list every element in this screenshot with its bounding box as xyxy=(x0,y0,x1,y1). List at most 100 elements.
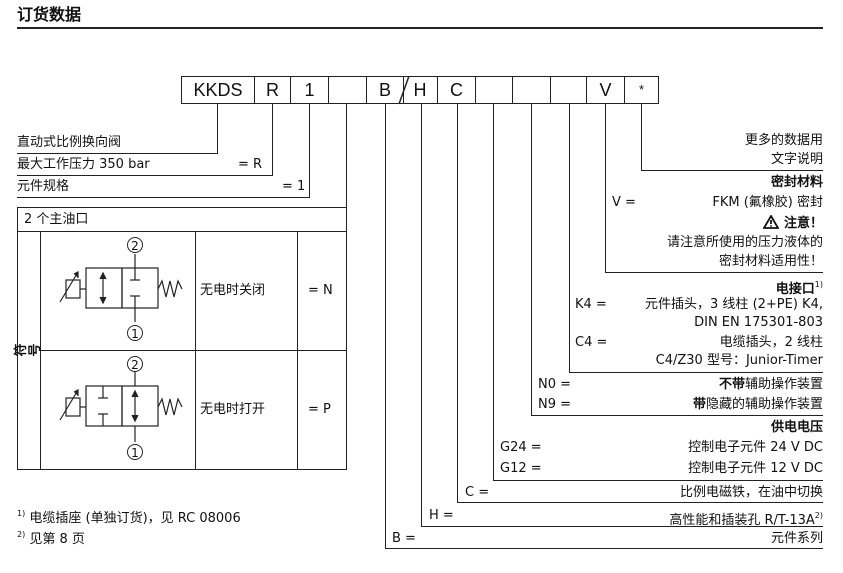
port-row-2-code: = P xyxy=(308,402,331,417)
more-data-1: 更多的数据用 xyxy=(744,133,823,148)
footnote-1: 1) 电缆插座 (单独订货)，见 RC 08006 xyxy=(17,506,241,527)
more-data-2: 文字说明 xyxy=(770,152,823,167)
page-title: 订货数据 xyxy=(17,5,82,24)
rule-valve-type xyxy=(17,153,218,154)
symbol-label: 符号 xyxy=(14,343,43,357)
n9-desc: 带隐藏的辅助操作装置 xyxy=(693,397,823,413)
ports-row-divider xyxy=(40,350,346,351)
c4-desc-2: C4/Z30 型号：Junior-Timer xyxy=(655,353,823,368)
rule-aux xyxy=(531,415,823,416)
h-code: H = xyxy=(429,508,454,523)
n9-code: N9 = xyxy=(538,397,572,412)
elec-title-line: 电接口1) xyxy=(776,277,823,298)
g12-code: G12 = xyxy=(500,461,542,476)
rule-b xyxy=(385,548,823,549)
port-1-top: 2 xyxy=(127,237,143,253)
connector-h xyxy=(421,104,422,526)
size-label: 元件规格 xyxy=(17,179,70,194)
max-pressure-code: = R xyxy=(238,157,263,172)
code-cell-12: * xyxy=(624,76,659,104)
attention-line: 注意！ xyxy=(762,214,823,232)
k4-desc-1: 元件插头，3 线柱 (2+PE) K4, xyxy=(645,297,823,312)
h-sup: 2) xyxy=(814,511,823,520)
code-cell-9 xyxy=(512,76,551,104)
title-rule xyxy=(17,27,823,29)
size-code: = 1 xyxy=(282,179,306,194)
connector-r xyxy=(272,104,273,175)
k4-desc-2: DIN EN 175301-803 xyxy=(694,315,823,330)
rule-elec xyxy=(569,372,823,373)
code-cell-10 xyxy=(550,76,587,104)
port-row-1-desc: 无电时关闭 xyxy=(200,283,266,298)
port-row-2-desc: 无电时打开 xyxy=(200,402,266,417)
footnote-2-text: 见第 8 页 xyxy=(29,532,85,547)
footnote-1-text: 电缆插座 (单独订货)，见 RC 08006 xyxy=(29,511,241,526)
rule-supply xyxy=(493,480,823,481)
b-desc: 元件系列 xyxy=(770,531,823,546)
code-cell-8 xyxy=(475,76,513,104)
attention-text: 注意！ xyxy=(783,216,823,231)
c4-code: C4 = xyxy=(575,335,608,350)
port-2-bottom: 1 xyxy=(127,444,143,460)
rule-pressure xyxy=(17,175,273,176)
rule-seal xyxy=(605,272,823,273)
ports-header: 2 个主油口 xyxy=(24,212,89,227)
attention-2: 密封材料适用性！ xyxy=(718,254,823,269)
slash-separator xyxy=(398,75,410,105)
attention-1: 请注意所使用的压力液体的 xyxy=(666,235,823,250)
rule-c xyxy=(457,502,823,503)
b-code: B = xyxy=(392,531,416,546)
h-desc-line: 高性能和插装孔 R/T-13A2) xyxy=(669,508,823,529)
elec-title: 电接口 xyxy=(775,282,815,297)
c-desc: 比例电磁铁，在油中切换 xyxy=(679,485,823,500)
code-cell-4 xyxy=(328,76,367,104)
g12-desc: 控制电子元件 12 V DC xyxy=(688,461,823,476)
code-cell-7: C xyxy=(437,76,476,104)
seal-title: 密封材料 xyxy=(770,175,823,190)
k4-code: K4 = xyxy=(575,297,607,312)
n0-rest: 辅助操作装置 xyxy=(744,377,823,392)
rule-size xyxy=(17,197,310,198)
n9-rest: 隐藏的辅助操作装置 xyxy=(705,397,823,412)
valve-symbol-closed-icon xyxy=(59,254,183,322)
ports-header-rule xyxy=(18,231,346,232)
warning-icon xyxy=(762,214,781,229)
g24-desc: 控制电子元件 24 V DC xyxy=(688,440,823,455)
rule-h xyxy=(421,526,823,527)
c-code: C = xyxy=(465,485,490,500)
port-1-bottom: 1 xyxy=(127,325,143,341)
connector-n xyxy=(531,104,532,415)
valve-type-label: 直动式比例换向阀 xyxy=(17,135,122,150)
footnote-1-mark: 1) xyxy=(17,509,26,518)
seal-v-code: V = xyxy=(612,195,636,210)
code-cell-3: 1 xyxy=(290,76,329,104)
supply-title: 供电电压 xyxy=(770,420,823,435)
g24-code: G24 = xyxy=(500,440,542,455)
connector-k4 xyxy=(569,104,570,372)
connector-ports xyxy=(346,104,347,207)
n0-code: N0 = xyxy=(538,377,572,392)
connector-star xyxy=(641,104,642,170)
footnote-2: 2) 见第 8 页 xyxy=(17,527,85,548)
n0-bold: 不带 xyxy=(718,377,745,392)
code-cell-2: R xyxy=(254,76,291,104)
connector-kkds xyxy=(217,104,218,153)
connector-v xyxy=(605,104,606,272)
port-row-1-code: = N xyxy=(308,283,333,298)
footnote-2-mark: 2) xyxy=(17,530,26,539)
valve-symbol-open-icon xyxy=(59,372,183,442)
seal-v-desc: FKM (氟橡胶) 密封 xyxy=(712,195,823,210)
connector-g24 xyxy=(493,104,494,480)
code-cell-1: KKDS xyxy=(181,76,255,104)
h-desc: 高性能和插装孔 R/T-13A xyxy=(669,513,815,528)
port-2-top: 2 xyxy=(127,356,143,372)
connector-1 xyxy=(309,104,310,197)
c4-desc-1: 电缆插头，2 线柱 xyxy=(719,335,823,350)
ports-table: 2 个主油口 符号 无电时关闭 = N 无电时打开 = P xyxy=(14,207,347,470)
max-pressure-label: 最大工作压力 350 bar xyxy=(17,157,150,172)
elec-sup: 1) xyxy=(814,280,823,289)
connector-c xyxy=(457,104,458,502)
n0-desc: 不带辅助操作装置 xyxy=(719,377,823,393)
code-cell-11: V xyxy=(586,76,625,104)
rule-more-data xyxy=(641,170,823,171)
